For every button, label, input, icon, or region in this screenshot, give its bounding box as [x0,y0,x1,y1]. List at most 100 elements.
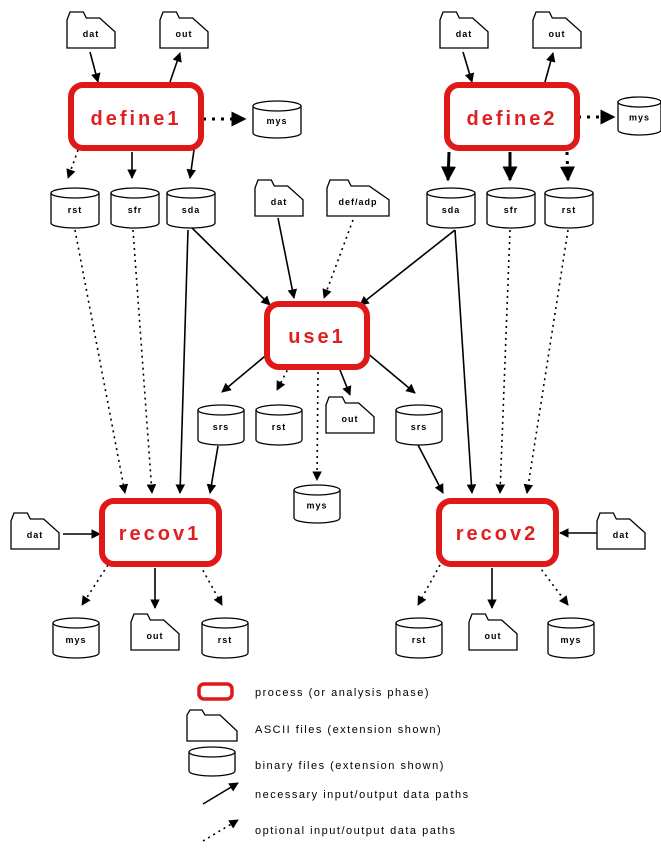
file-extension-label: rst [218,635,233,645]
path-define1-d1sda [186,149,196,179]
file-extension-label: sfr [504,205,519,215]
file-extension-label: out [147,631,164,641]
file-r1-rst-binary: rst [201,617,249,659]
file-extension-label: rst [272,422,287,432]
binary-file-icon [50,193,100,229]
binary-file-top [617,96,661,108]
file-u-rst-binary: rst [255,404,303,446]
file-extension-label: def/adp [338,197,377,207]
file-d2-mys-binary: mys [617,96,661,136]
legend-binary-icon [188,746,236,777]
path-define2-d2out [544,52,556,83]
process-define1: define1 [68,82,204,151]
file-d1-mys-binary: mys [252,100,302,139]
file-extension-label: out [176,29,193,39]
file-r1-dat-ascii: dat [10,512,60,550]
ascii-file-icon [439,11,489,49]
process-define2: define2 [444,82,580,151]
path-d1sda-use1 [185,221,271,306]
binary-file-icon [201,623,249,659]
process-label: recov1 [119,523,202,545]
ascii-file-icon [10,512,60,550]
ascii-file-icon [159,11,209,49]
file-extension-label: dat [83,29,100,39]
path-d1dat-define1 [89,51,101,83]
path-recov2-r2rst [417,564,441,606]
path-recov1-r1rst [199,564,223,606]
file-extension-label: mys [560,635,581,645]
binary-file-icon [166,193,216,229]
file-extension-label: sfr [128,205,143,215]
ascii-file-icon [326,179,390,217]
file-extension-label: srs [411,422,428,432]
file-extension-label: sda [182,205,201,215]
binary-file-icon [395,410,443,446]
file-extension-label: out [485,631,502,641]
file-u-mys-binary: mys [293,484,341,524]
file-extension-label: dat [271,197,288,207]
binary-file-top [547,617,595,629]
binary-file-top [544,187,594,199]
binary-file-icon [52,623,100,659]
binary-file-top [293,484,341,496]
file-r2-rst-binary: rst [395,617,443,659]
file-u-dat-ascii: dat [254,179,304,217]
path-d2sda-recov2 [454,229,477,494]
binary-file-top [255,404,303,416]
path-recov2-r2mys [537,564,569,606]
file-extension-label: mys [629,113,650,123]
binary-file-top [395,404,443,416]
path-define2-d2rst [560,151,576,182]
path-d1sfr-recov1 [132,229,157,494]
binary-file-icon [486,193,536,229]
path-use1-srs2 [365,351,416,394]
binary-file-top [252,100,302,112]
file-d2-out-ascii: out [532,11,582,49]
file-extension-label: sda [442,205,461,215]
path-define2-d2sda [440,151,456,182]
legend-necessary-label: necessary input/output data paths [255,789,470,801]
file-extension-label: dat [27,530,44,540]
binary-file-top [395,617,443,629]
file-extension-label: mys [306,501,327,511]
ascii-file-icon [254,179,304,217]
process-label: use1 [288,326,346,348]
file-u-defadp-ascii: def/adp [326,179,390,217]
file-extension-label: srs [213,422,230,432]
file-d2-sfr-binary: sfr [486,187,536,229]
file-u-srs2-binary: srs [395,404,443,446]
file-d2-sda-binary: sda [426,187,476,229]
file-extension-label: rst [412,635,427,645]
process-recov1: recov1 [99,498,222,567]
file-icons: dat out mys rst sfr sda dat out mys sda sfr rst dat d… [10,11,661,659]
process-use1: use1 [264,301,370,370]
path-d2dat-define2 [462,51,475,83]
path-define1-d1out [169,52,182,83]
file-extension-label: out [549,29,566,39]
binary-file-icon [544,193,594,229]
process-label: define1 [90,108,181,130]
legend-process-swatch [197,682,234,701]
path-srs2-recov2 [417,444,444,494]
path-srs1-recov1 [206,445,219,494]
path-udat-use1 [277,217,298,299]
binary-file-top [201,617,249,629]
path-udefadp-use1 [322,219,354,299]
binary-file-icon [197,410,245,446]
ascii-file-icon [596,512,646,550]
binary-file-top [110,187,160,199]
legend-ascii-icon [186,709,238,742]
ascii-file-icon [130,613,180,651]
binary-file-icon [293,490,341,524]
path-d1rst-recov1 [74,229,129,494]
path-d2rst-recov2 [523,229,569,494]
binary-file-icon [252,106,302,139]
process-label: recov2 [456,523,539,545]
path-d2sfr-recov2 [495,229,511,494]
file-extension-label: out [342,414,359,424]
file-r2-mys-binary: mys [547,617,595,659]
legend-binary-label: binary files (extension shown) [255,760,445,772]
file-extension-label: mys [266,116,287,126]
file-r1-mys-binary: mys [52,617,100,659]
